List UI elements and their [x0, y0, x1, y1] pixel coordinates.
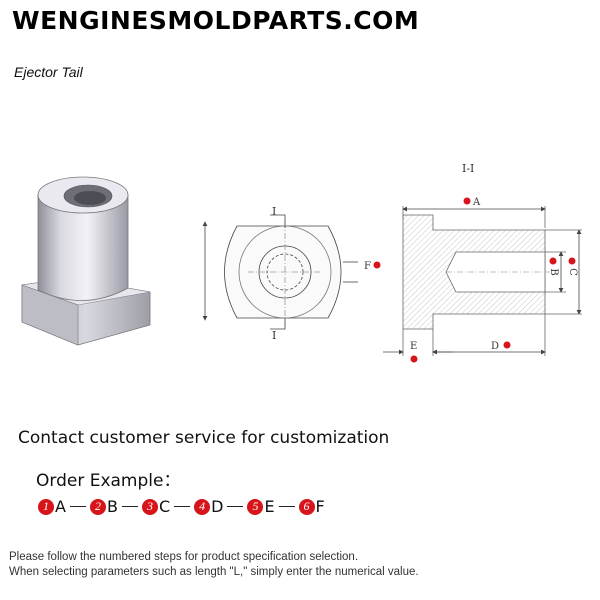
marker-d — [503, 341, 511, 349]
dash-separator — [278, 505, 295, 508]
marker-f — [373, 261, 381, 269]
step-label: D — [211, 497, 224, 516]
order-example-title: Order Example： — [36, 471, 181, 491]
cut-mark-top: I — [272, 205, 276, 218]
order-step: 5 E — [247, 497, 275, 516]
section-view — [383, 206, 582, 356]
instruction-note: Please follow the numbered steps for pro… — [9, 550, 419, 580]
dash-separator — [69, 505, 86, 508]
dim-e-label: E — [410, 341, 417, 352]
dim-d-label: D — [491, 341, 499, 352]
dash-separator — [174, 505, 191, 508]
marker-b — [549, 257, 557, 265]
marker-e — [410, 355, 418, 363]
dash-separator — [227, 505, 244, 508]
step-number-badge: 4 — [194, 498, 211, 515]
dim-c-label: C — [567, 268, 578, 276]
order-step: 6 F — [298, 497, 325, 516]
order-step: 4 D — [194, 497, 223, 516]
order-step: 1 A — [38, 497, 66, 516]
contact-text: Contact customer service for customizati… — [18, 428, 390, 448]
dim-a-label: A — [472, 197, 481, 208]
dim-b-label: B — [548, 268, 559, 275]
marker-a — [463, 197, 471, 205]
cut-mark-bottom: I — [272, 329, 276, 342]
note-line-1: Please follow the numbered steps for pro… — [9, 551, 359, 563]
order-step: 3 C — [141, 497, 171, 516]
brand-title: WENGINESMOLDPARTS.COM — [12, 6, 420, 35]
step-label: E — [264, 497, 275, 516]
front-view — [202, 214, 358, 330]
step-label: C — [158, 497, 171, 516]
step-number-badge: 3 — [141, 498, 158, 515]
step-number-badge: 1 — [38, 498, 54, 515]
dim-f-label: F — [364, 261, 371, 272]
part-3d-view — [21, 176, 151, 346]
step-label: A — [55, 497, 66, 516]
step-label: B — [106, 497, 118, 516]
step-number-badge: 2 — [89, 498, 106, 515]
step-label: F — [315, 497, 325, 516]
step-number-badge: 5 — [247, 498, 264, 515]
dash-separator — [121, 505, 138, 508]
order-step: 2 B — [89, 497, 118, 516]
section-label: I-I — [462, 162, 474, 175]
step-number-badge: 6 — [298, 498, 315, 515]
order-sequence: 1 A 2 B 3 C 4 D 5 E 6 F — [38, 497, 325, 516]
note-line-2: When selecting parameters such as length… — [9, 566, 419, 578]
marker-c — [568, 257, 576, 265]
product-name: Ejector Tail — [14, 64, 83, 80]
